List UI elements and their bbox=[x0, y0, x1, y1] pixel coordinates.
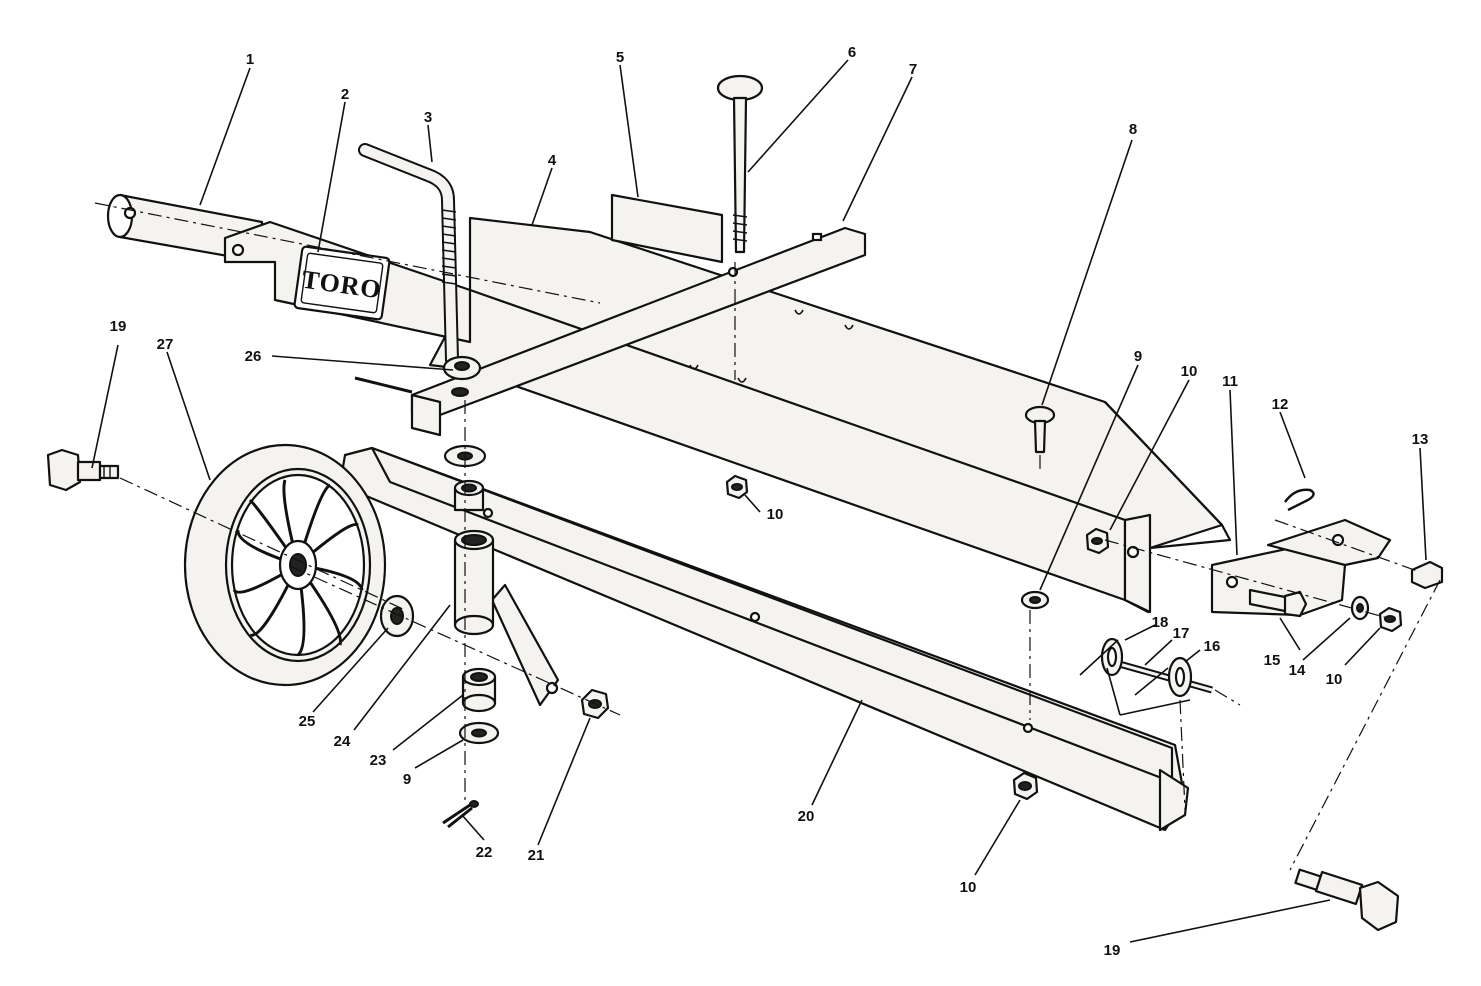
part-lower-frame bbox=[338, 446, 1190, 832]
callout-16: 16 bbox=[1204, 638, 1221, 655]
part-wheel bbox=[183, 443, 387, 687]
part-bushing-spindle-top bbox=[453, 479, 485, 512]
callout-4: 4 bbox=[548, 152, 557, 169]
part-nut-10-center bbox=[725, 474, 749, 500]
part-nut-10-right bbox=[1085, 527, 1110, 555]
callout-19-right: 19 bbox=[1104, 942, 1121, 959]
part-washer-9-right bbox=[1020, 590, 1050, 610]
leader-lines bbox=[91, 59, 1427, 943]
callout-10-far: 10 bbox=[1326, 671, 1343, 688]
callout-9-lower: 9 bbox=[403, 771, 411, 788]
part-shoulder-bolt-left bbox=[46, 448, 120, 492]
callout-2: 2 bbox=[341, 86, 349, 103]
callout-6: 6 bbox=[848, 44, 856, 61]
part-nut-10-far bbox=[1378, 606, 1403, 633]
callout-13: 13 bbox=[1412, 431, 1429, 448]
part-washer-25 bbox=[379, 594, 415, 638]
callout-8: 8 bbox=[1129, 121, 1137, 138]
callout-12: 12 bbox=[1272, 396, 1289, 413]
part-spacer-18 bbox=[1100, 637, 1124, 677]
callout-25: 25 bbox=[299, 713, 316, 730]
callout-20: 20 bbox=[798, 808, 815, 825]
callout-9-right: 9 bbox=[1134, 348, 1142, 365]
callout-27: 27 bbox=[157, 336, 174, 353]
callout-10-center: 10 bbox=[767, 506, 784, 523]
part-cotter-pin-22 bbox=[442, 800, 479, 829]
callout-18: 18 bbox=[1152, 614, 1169, 631]
callout-17: 17 bbox=[1173, 625, 1190, 642]
part-nut-26 bbox=[442, 355, 482, 397]
callout-26: 26 bbox=[245, 348, 262, 365]
callout-1: 1 bbox=[246, 51, 254, 68]
part-bushing-23 bbox=[461, 667, 497, 713]
part-washer-9-lower bbox=[458, 721, 500, 745]
callout-11: 11 bbox=[1222, 373, 1238, 390]
callout-7: 7 bbox=[909, 61, 917, 78]
callout-10-right: 10 bbox=[1181, 363, 1198, 380]
center-lines bbox=[94, 202, 1441, 871]
part-shoulder-bolt-right bbox=[1294, 868, 1400, 932]
part-bracket-11 bbox=[1210, 518, 1392, 617]
callout-3: 3 bbox=[424, 109, 432, 126]
part-carriage-bolt-6 bbox=[716, 74, 764, 254]
callout-labels: 1 2 3 4 5 6 7 8 9 9 10 10 10 10 11 12 13… bbox=[110, 44, 1429, 959]
part-bolt-13 bbox=[1410, 560, 1444, 590]
part-cross-bar bbox=[354, 226, 867, 437]
callout-22: 22 bbox=[476, 844, 493, 861]
part-carriage-bolt-8 bbox=[1024, 405, 1056, 454]
part-toro-bracket: TORO bbox=[223, 220, 472, 344]
part-plate bbox=[610, 193, 724, 264]
callout-10-bottom: 10 bbox=[960, 879, 977, 896]
callout-14: 14 bbox=[1289, 662, 1306, 679]
callout-24: 24 bbox=[334, 733, 351, 750]
part-spacer-16 bbox=[1167, 656, 1193, 698]
callout-19-left: 19 bbox=[110, 318, 127, 335]
part-clip-12 bbox=[1284, 488, 1315, 512]
part-nut-10-bottom bbox=[1012, 771, 1039, 801]
callout-21: 21 bbox=[528, 847, 545, 864]
callout-5: 5 bbox=[616, 49, 624, 66]
part-adjusting-rod bbox=[358, 143, 459, 367]
callout-23: 23 bbox=[370, 752, 387, 769]
part-washer-14 bbox=[1350, 595, 1370, 621]
callout-15: 15 bbox=[1264, 652, 1281, 669]
